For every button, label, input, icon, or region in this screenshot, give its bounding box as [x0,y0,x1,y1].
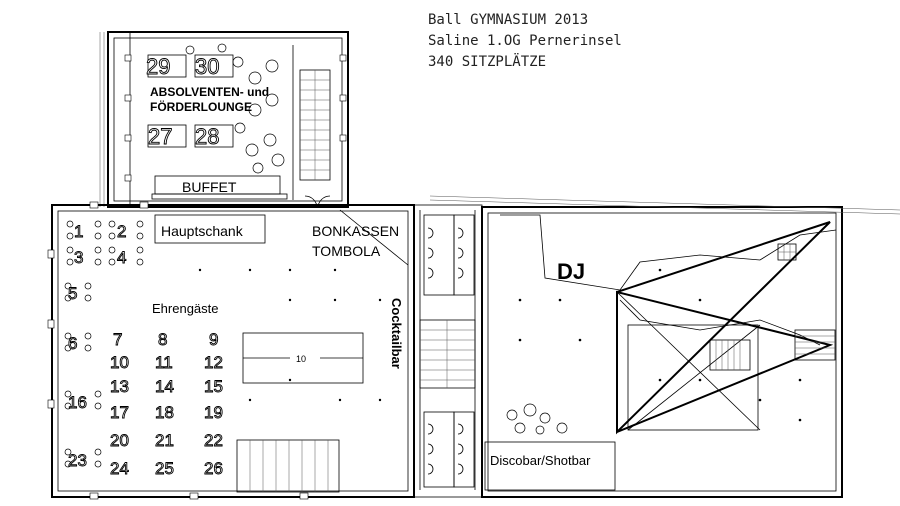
table-17: 17 [110,403,129,422]
table-10: 10 [110,353,129,372]
table-25: 25 [155,459,174,478]
table-28: 28 [195,124,219,149]
table-labels: 1 2 3 4 5 6 7 8 9 10 11 12 13 14 15 16 1… [68,54,224,479]
table-24: 24 [110,459,129,478]
plan-capacity: 340 SITZPLÄTZE [428,52,546,70]
table-30: 30 [195,54,219,79]
table-6: 6 [68,334,77,353]
bonkassen-label: BONKASSEN [312,223,399,239]
table-22: 22 [204,431,223,450]
table-2: 2 [117,222,126,241]
table-8: 8 [158,330,167,349]
stage-number: 10 [296,354,306,364]
table-5: 5 [68,284,77,303]
tombola-label: TOMBOLA [312,243,381,259]
cocktailbar-label: Cocktailbar [389,298,404,369]
table-14: 14 [155,377,174,396]
lounge-label-line2: FÖRDERLOUNGE [150,99,252,114]
buffet-label: BUFFET [182,179,237,195]
table-20: 20 [110,431,129,450]
table-27: 27 [148,124,172,149]
table-18: 18 [155,403,174,422]
table-23: 23 [68,451,87,470]
table-9: 9 [209,330,218,349]
dj-label: DJ [557,259,585,284]
discobar-label: Discobar/Shotbar [490,453,591,468]
table-11: 11 [155,353,173,372]
disco-hall [429,195,900,498]
plan-title: Ball GYMNASIUM 2013 [428,12,588,28]
lounge-building [99,31,349,208]
plan-subtitle: Saline 1.OG Pernerinsel [428,33,622,49]
table-21: 21 [155,431,174,450]
table-12: 12 [204,353,223,372]
table-16: 16 [68,393,87,412]
hauptschank-label: Hauptschank [161,223,244,239]
table-3: 3 [74,248,83,267]
table-1: 1 [74,222,83,241]
table-29: 29 [146,54,170,79]
table-15: 15 [204,377,223,396]
table-19: 19 [204,403,223,422]
hall-chairs [64,220,144,468]
corridor [413,204,483,498]
table-4: 4 [117,248,126,267]
table-26: 26 [204,459,223,478]
table-13: 13 [110,377,129,396]
ehrengaeste-label: Ehrengäste [152,301,219,316]
table-7: 7 [113,330,122,349]
lounge-label-line1: ABSOLVENTEN- und [150,85,269,99]
main-hall [47,195,415,500]
